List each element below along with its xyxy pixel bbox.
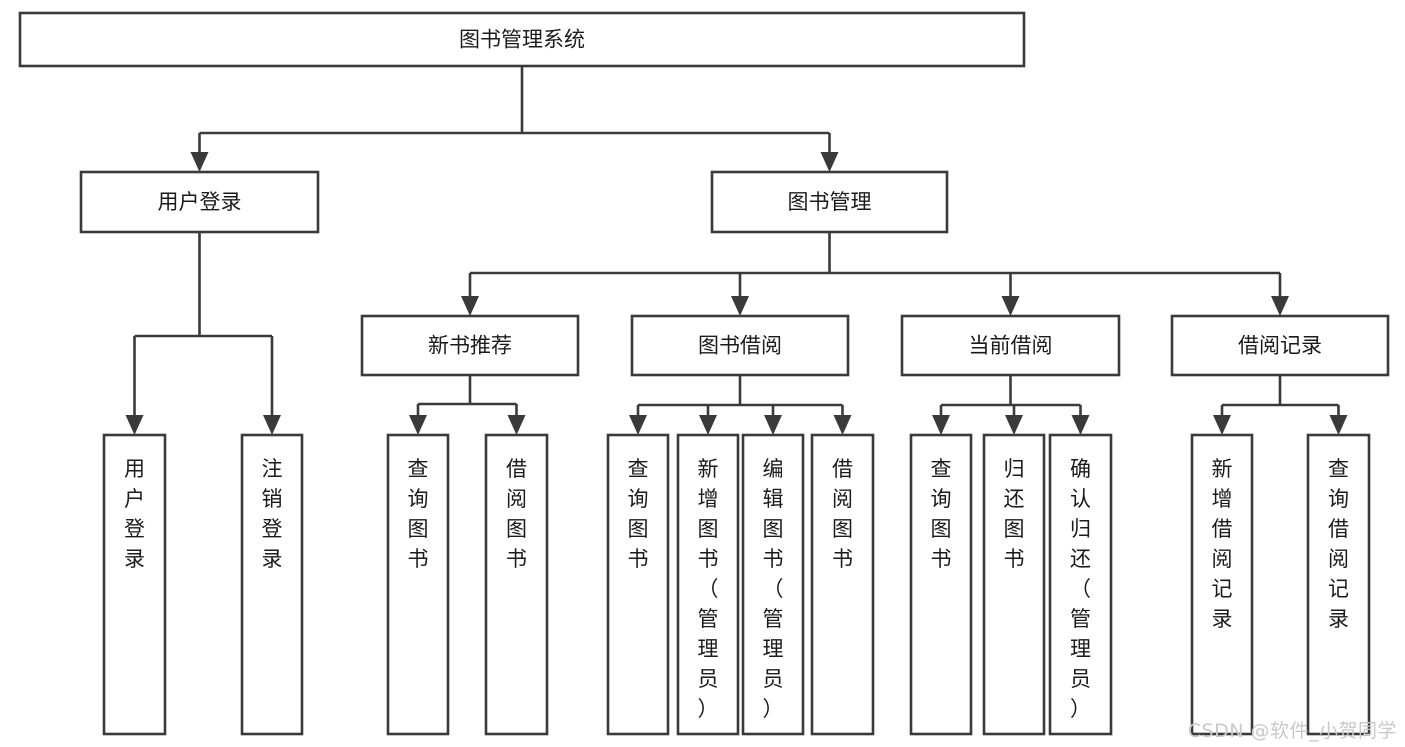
edges-layer [125,66,1348,435]
node-new-book-rec[interactable]: 新书推荐 [360,314,580,377]
node-label: 查询借阅记录 [1328,457,1349,631]
node-box [982,433,1046,736]
node-label: 新增借阅记录 [1212,457,1233,631]
node-leaf-query-record[interactable]: 查询借阅记录 [1306,433,1371,736]
node-label: 新增图书（管理员） [698,457,719,721]
watermark-text: CSDN @软件_小贺同学 [1187,720,1397,742]
node-borrow-record[interactable]: 借阅记录 [1170,314,1390,377]
node-box [18,11,1026,68]
node-label: 借阅图书 [832,457,853,571]
node-leaf-return-book[interactable]: 归还图书 [982,433,1046,736]
node-label: 用户登录 [124,457,145,571]
node-box [1048,433,1113,736]
node-box [360,314,580,377]
node-box [741,433,805,736]
node-box [1190,433,1254,736]
node-box [710,170,949,234]
node-label: 查询图书 [931,457,952,571]
node-label: 图书管理 [788,190,872,214]
node-box [606,433,670,736]
node-leaf-user-login[interactable]: 用户登录 [102,433,167,736]
node-current-borrow[interactable]: 当前借阅 [900,314,1121,377]
node-leaf-query-book-3[interactable]: 查询图书 [909,433,973,736]
node-box [900,314,1121,377]
node-label: 注销登录 [262,457,283,571]
node-label: 查询图书 [408,457,429,571]
node-label: 图书管理系统 [459,28,585,52]
node-box [484,433,549,736]
node-box [102,433,167,736]
node-leaf-add-book[interactable]: 新增图书（管理员） [676,433,740,736]
nodes-layer: 图书管理系统用户登录图书管理新书推荐图书借阅当前借阅借阅记录用户登录注销登录查询… [18,11,1390,736]
node-label: 借阅记录 [1238,334,1322,358]
node-leaf-confirm-return[interactable]: 确认归还（管理员） [1048,433,1113,736]
node-label: 编辑图书（管理员） [763,457,784,721]
node-label: 查询图书 [628,457,649,571]
node-leaf-borrow-book-2[interactable]: 借阅图书 [810,433,875,736]
node-leaf-add-record[interactable]: 新增借阅记录 [1190,433,1254,736]
node-label: 归还图书 [1004,457,1025,571]
node-user-login[interactable]: 用户登录 [79,170,320,234]
node-box [386,433,450,736]
node-leaf-edit-book[interactable]: 编辑图书（管理员） [741,433,805,736]
node-label: 当前借阅 [969,334,1053,358]
node-label: 图书借阅 [698,334,782,358]
node-box [909,433,973,736]
node-box [810,433,875,736]
node-box [676,433,740,736]
node-box [630,314,850,377]
node-leaf-query-book-2[interactable]: 查询图书 [606,433,670,736]
node-label: 借阅图书 [506,457,527,571]
node-book-manage[interactable]: 图书管理 [710,170,949,234]
node-leaf-borrow-book-1[interactable]: 借阅图书 [484,433,549,736]
node-box [79,170,320,234]
node-box [240,433,304,736]
node-label: 用户登录 [158,190,242,214]
node-leaf-query-book-1[interactable]: 查询图书 [386,433,450,736]
node-root[interactable]: 图书管理系统 [18,11,1026,68]
node-leaf-logout[interactable]: 注销登录 [240,433,304,736]
node-book-borrow[interactable]: 图书借阅 [630,314,850,377]
node-box [1306,433,1371,736]
node-label: 确认归还（管理员） [1070,457,1091,721]
node-label: 新书推荐 [428,334,512,358]
node-box [1170,314,1390,377]
